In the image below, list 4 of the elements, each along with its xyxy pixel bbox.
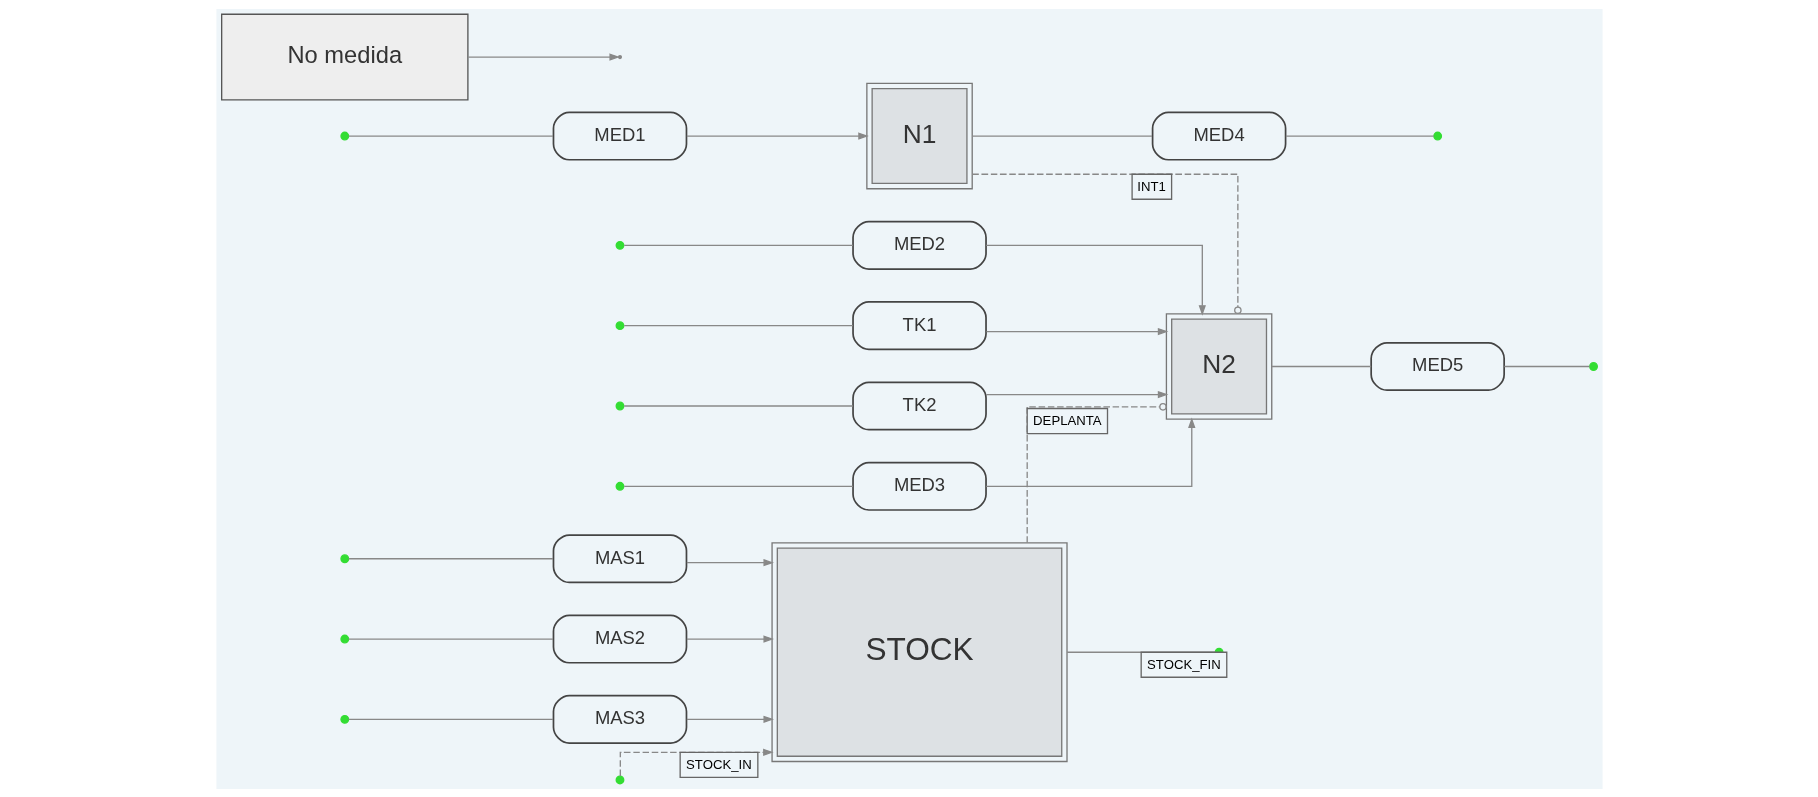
- edge-label: STOCK_FIN: [1146, 656, 1221, 672]
- edge-label: INT1: [1136, 178, 1166, 194]
- edge-label: DEPLANTA: [1032, 412, 1102, 428]
- edge-label: STOCK_IN: [685, 756, 752, 772]
